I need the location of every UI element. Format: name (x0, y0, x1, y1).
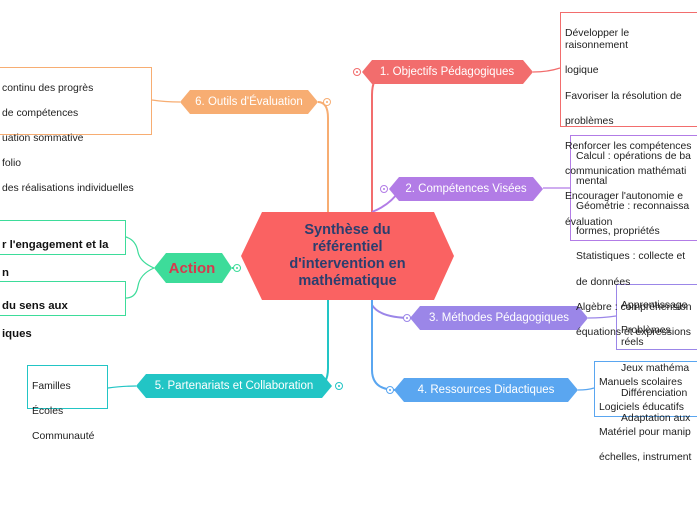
leaf-list-competences: Calcul : opérations de ba mental Géométr… (572, 136, 697, 354)
collapse-dot-ressources[interactable] (386, 386, 394, 394)
leaf-list-ressources: Manuels scolaires Logiciels éducatifs Ma… (595, 362, 697, 479)
leaf-connector-partenariats (107, 385, 137, 389)
list-item: Matériel pour manip (599, 426, 691, 438)
leaf-box-competences (570, 135, 697, 241)
branch-pill-partenariats (136, 374, 332, 398)
branch-outils-label: 6. Outils d'Évaluation (195, 96, 303, 108)
list-item: équations et expressions (576, 326, 691, 338)
list-item: du sens aux (2, 300, 68, 312)
leaf-box-action-a (0, 220, 126, 255)
list-item: n (2, 267, 9, 279)
list-item: Apprentissage (621, 299, 688, 311)
leaf-list-objectifs: Développer le raisonnement logique Favor… (561, 13, 697, 244)
list-item: r l'engagement et la (2, 239, 109, 251)
list-item: Jeux mathéma (621, 362, 690, 374)
action-node-label: Action (168, 259, 216, 277)
list-item: formes, propriétés (576, 226, 660, 238)
list-item: Favoriser la résolution de (565, 90, 682, 102)
list-item: folio (2, 158, 22, 170)
action-node[interactable]: Action (154, 253, 230, 283)
collapse-dot-outils[interactable] (323, 98, 331, 106)
leaf-box-action-b (0, 281, 126, 316)
branch-competences[interactable]: 2. Compétences Visées (392, 177, 540, 201)
connector-outils (317, 101, 329, 212)
list-item: Encourager l'autonomie e (565, 191, 684, 203)
list-item: iques (2, 328, 32, 340)
action-node-shape (154, 253, 232, 283)
leaf-box-objectifs (560, 12, 697, 127)
list-item: Géométrie : reconnaissa (576, 200, 690, 212)
branch-outils[interactable]: 6. Outils d'Évaluation (184, 90, 314, 114)
list-item: mental (576, 175, 608, 187)
leaf-box-ressources (594, 361, 697, 417)
leaf-list-action-b: du sens aux iques (0, 283, 124, 357)
list-item: Renforcer les compétences (565, 140, 692, 152)
list-item: problèmes (565, 115, 614, 127)
branch-methodes[interactable]: 3. Méthodes Pédagogiques (414, 306, 584, 330)
list-item: Communauté (32, 430, 95, 442)
list-item: Familles (32, 380, 71, 392)
branch-ressources[interactable]: 4. Ressources Didactiques (398, 378, 574, 402)
list-item: Différenciation (621, 387, 688, 399)
list-item: Adaptation aux (621, 412, 691, 424)
leaf-connector-action-b (125, 267, 155, 299)
branch-methodes-label: 3. Méthodes Pédagogiques (428, 312, 570, 324)
list-item: Manuels scolaires (599, 376, 683, 388)
branch-ressources-label: 4. Ressources Didactiques (417, 384, 555, 396)
leaf-list-methodes: Apprentissage Problèmes réels Jeux mathé… (617, 285, 697, 440)
list-item: Algèbre : compréhension (576, 301, 692, 313)
branch-pill-objectifs (362, 60, 533, 84)
leaf-connector-action-a (125, 236, 155, 269)
branch-partenariats-label: 5. Partenariats et Collaboration (154, 380, 314, 392)
central-topic-label: Synthèse du référentiel d'intervention e… (289, 221, 406, 290)
list-item: Développer le raisonnement (565, 27, 630, 52)
branch-objectifs-label: 1. Objectifs Pédagogiques (379, 66, 515, 78)
branch-pill-methodes (410, 306, 588, 330)
branch-pill-competences (389, 177, 543, 201)
central-topic[interactable]: Synthèse du référentiel d'intervention e… (241, 212, 454, 300)
leaf-list-partenariats: Familles Écoles Communauté (28, 366, 106, 458)
leaf-box-methodes (616, 284, 697, 350)
leaf-connector-methodes (587, 315, 617, 319)
collapse-dot-partenariats[interactable] (335, 382, 343, 390)
leaf-connector-objectifs (532, 67, 561, 73)
branch-competences-label: 2. Compétences Visées (405, 183, 527, 195)
branch-partenariats[interactable]: 5. Partenariats et Collaboration (140, 374, 328, 398)
list-item: échelles, instrument (599, 452, 692, 464)
branch-objectifs[interactable]: 1. Objectifs Pédagogiques (366, 60, 528, 84)
central-node-shape (241, 212, 454, 300)
list-item: de compétences (2, 107, 79, 119)
list-item: Statistiques : collecte et (576, 251, 686, 263)
list-item: logique (565, 65, 599, 77)
list-item: Calcul : opérations de ba (576, 150, 691, 162)
leaf-list-action-a: r l'engagement et la n (0, 222, 124, 296)
list-item: Écoles (32, 405, 64, 417)
leaf-box-partenariats (27, 365, 108, 409)
leaf-connector-outils (151, 99, 181, 103)
branch-pill-ressources (394, 378, 578, 402)
list-item: Logiciels éducatifs (599, 401, 684, 413)
list-item: uation sommative (2, 132, 84, 144)
list-item: évaluation (565, 216, 613, 228)
leaf-connector-ressources (577, 387, 595, 391)
list-item: communication mathémati (565, 166, 687, 178)
leaf-list-outils: continu des progrès de compétences uatio… (0, 68, 150, 211)
list-item: de données (576, 276, 631, 288)
collapse-dot-methodes[interactable] (403, 314, 411, 322)
collapse-dot-competences[interactable] (380, 185, 388, 193)
list-item: continu des progrès (2, 82, 94, 94)
list-item: des réalisations individuelles (2, 183, 134, 195)
list-item: Problèmes réels (621, 324, 671, 349)
branch-pill-outils (180, 90, 318, 114)
collapse-dot-action[interactable] (233, 264, 241, 272)
collapse-dot-objectifs[interactable] (353, 68, 361, 76)
leaf-box-outils (0, 67, 152, 135)
